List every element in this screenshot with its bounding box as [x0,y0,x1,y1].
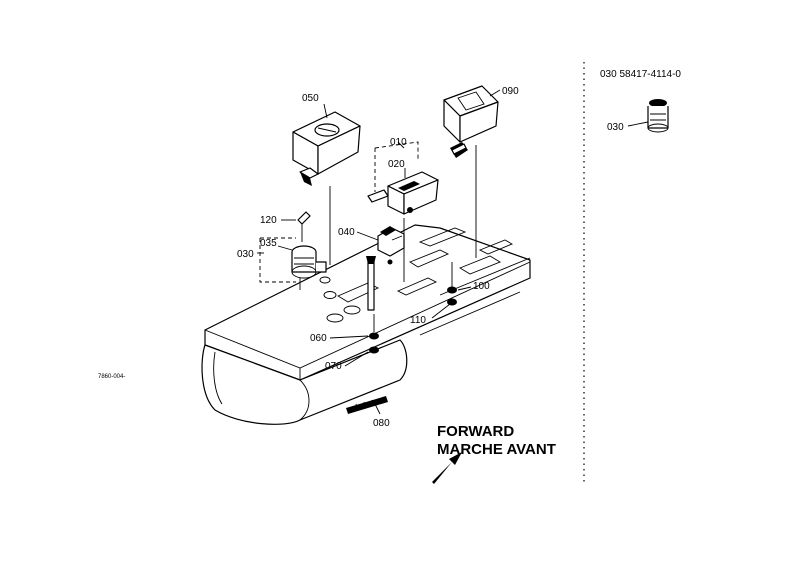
side-callout-030: 030 [607,122,624,133]
forward-arrow [432,452,462,484]
direction-forward: FORWARD [437,423,514,440]
callout-110: 110 [410,315,426,326]
direction-marche-avant: MARCHE AVANT [437,441,556,458]
switch-unit-010-020 [367,141,439,215]
leader-lines [257,89,501,415]
callout-100: 100 [473,281,490,292]
callout-050: 050 [302,93,319,104]
callout-040: 040 [338,227,355,238]
key-switch-030 [259,211,327,290]
callout-120: 120 [260,215,277,226]
lamp-housing-090 [443,85,499,158]
side-part-reference: 030 58417-4114-0 [600,69,681,80]
figure-code: 7860-004- [98,374,125,380]
fasteners [346,256,457,414]
callout-060: 060 [310,333,327,344]
lamp-housing-050 [292,111,361,186]
callout-020: 020 [388,159,405,170]
callout-090: 090 [502,86,519,97]
callout-030: 030 [237,249,254,260]
side-part-030 [627,99,669,133]
callout-035: 035 [260,238,277,249]
callout-080: 080 [373,418,390,429]
callout-010: 010 [390,137,407,148]
callout-070: 070 [325,361,342,372]
